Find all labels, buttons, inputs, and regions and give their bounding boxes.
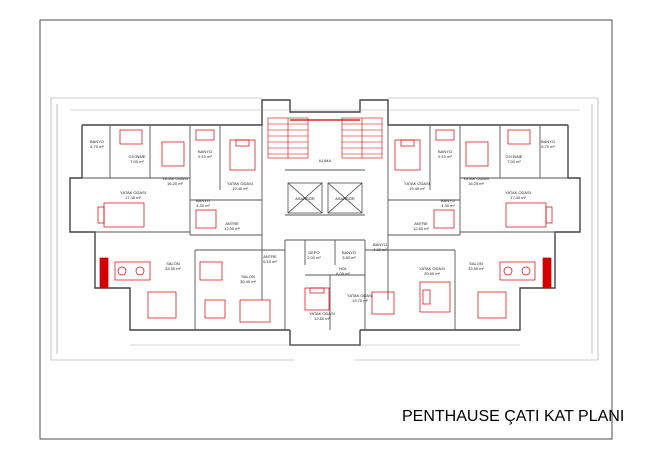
room-left-6-area: 4.30 m² — [196, 203, 210, 208]
interior-walls — [82, 125, 568, 330]
room-center-2-name: BANYO — [373, 242, 387, 247]
room-labels-center: KLIMA ASANSÖR ASANSÖR DEPO 2.00 m² BANYO… — [295, 158, 387, 321]
room-left-8-name: ANTRE — [263, 254, 277, 259]
room-right-7-name: ANTRE — [414, 221, 428, 226]
room-left-10-name: SALON — [241, 274, 255, 279]
room-right-5-area: 17.40 m² — [510, 195, 526, 200]
room-right-4-area: 16.20 m² — [468, 181, 484, 186]
room-left-4-name: YATAK ODASI — [227, 181, 253, 186]
room-right-5-name: YATAK ODASI — [505, 190, 531, 195]
plan-title: PENTHAUSE ÇATI KAT PLANI — [402, 408, 625, 425]
room-right-3-name: YATAK ODASI — [404, 181, 430, 186]
room-left-5-area: 17.40 m² — [125, 195, 141, 200]
room-center-5-name: YATAK ODASI — [309, 311, 335, 316]
room-right-4-name: YATAK ODASI — [463, 176, 489, 181]
sheet-border — [39, 19, 613, 440]
room-center-3-name: HOL — [339, 266, 348, 271]
dimension-marks — [70, 109, 580, 346]
room-right-0-name: BANYO — [438, 149, 452, 154]
room-center-4-name: YATAK ODASI — [347, 293, 373, 298]
room-center-1-name: BANYO — [342, 250, 356, 255]
room-center-0-name: DEPO — [308, 250, 319, 255]
room-labels-left: BANYO 6.70 m² GİYİNME 7.00 m² BANYO 5.10… — [90, 139, 277, 284]
room-right-8-area: 20.50 m² — [424, 271, 440, 276]
room-left-7-area: 12.00 m² — [224, 226, 240, 231]
room-center-2-area: 4.00 m² — [373, 247, 387, 252]
elevator-label-1: ASANSÖR — [295, 196, 315, 201]
room-center-1-area: 3.80 m² — [342, 255, 356, 260]
room-left-6-name: BANYO — [196, 198, 210, 203]
room-left-9-area: 33.50 m² — [165, 266, 181, 271]
room-left-2-name: BANYO — [198, 149, 212, 154]
room-left-9-name: SALON — [166, 261, 180, 266]
room-left-3-area: 16.20 m² — [167, 181, 183, 186]
room-labels-right: BANYO 5.10 m² GİYİNME 7.00 m² BANYO 6.70… — [404, 139, 555, 276]
room-left-7-name: ANTRE — [225, 221, 239, 226]
room-right-2-name: BANYO — [541, 139, 555, 144]
room-right-1-area: 7.00 m² — [507, 159, 521, 164]
room-center-0-area: 2.00 m² — [307, 255, 321, 260]
room-right-6-area: 4.30 m² — [441, 203, 455, 208]
elevator-shafts — [287, 182, 363, 214]
room-center-3-area: 6.00 m² — [336, 271, 350, 276]
room-right-2-area: 6.70 m² — [541, 144, 555, 149]
staircase-left — [267, 117, 309, 159]
room-center-5-area: 12.50 m² — [314, 316, 330, 321]
exterior-walls — [69, 99, 581, 346]
room-left-0-name: BANYO — [90, 139, 104, 144]
room-left-0-area: 6.70 m² — [90, 144, 104, 149]
room-right-0-area: 5.10 m² — [438, 154, 452, 159]
room-center-4-area: 13.70 m² — [352, 298, 368, 303]
room-right-9-area: 33.50 m² — [468, 266, 484, 271]
furniture — [97, 129, 553, 323]
room-right-9-name: SALON — [469, 261, 483, 266]
elevator-label-2: ASANSÖR — [335, 196, 355, 201]
room-left-8-area: 6.10 m² — [263, 259, 277, 264]
room-left-5-name: YATAK ODASI — [120, 190, 146, 195]
room-left-3-name: YATAK ODASI — [162, 176, 188, 181]
terrace-outline — [50, 97, 599, 361]
room-right-7-area: 12.60 m² — [413, 226, 429, 231]
room-left-4-area: 19.40 m² — [232, 186, 248, 191]
room-right-8-name: YATAK ODASI — [419, 266, 445, 271]
staircase-right — [341, 117, 383, 159]
room-right-3-area: 19.40 m² — [409, 186, 425, 191]
room-left-1-area: 7.00 m² — [130, 159, 144, 164]
core-shaft-label: KLIMA — [319, 158, 331, 163]
room-left-10-area: 30.40 m² — [240, 279, 256, 284]
room-right-1-name: GİYİNME — [506, 154, 523, 159]
room-left-1-name: GİYİNME — [129, 154, 146, 159]
room-left-2-area: 5.10 m² — [198, 154, 212, 159]
room-right-6-name: BANYO — [441, 198, 455, 203]
